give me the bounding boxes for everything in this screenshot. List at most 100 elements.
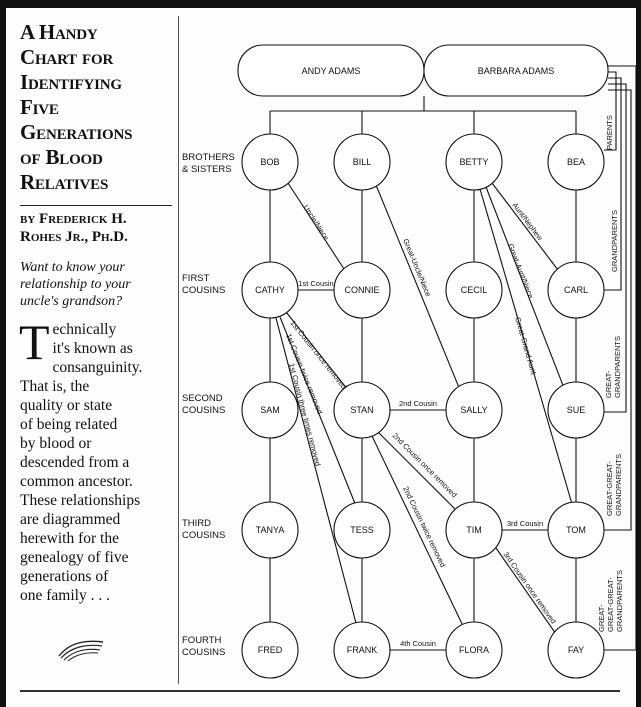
ancestor-box-barbara (423, 44, 609, 97)
body-line: That is, the (20, 378, 90, 395)
great-uncle-niece-line (375, 184, 461, 391)
left-border (0, 0, 6, 707)
person-node-stan (333, 381, 391, 439)
person-node-flora (445, 621, 503, 679)
edge-label-second-cousin: 2nd Cousin (399, 399, 437, 408)
body-line: by blood or (20, 435, 92, 452)
body-line: it's known as (52, 340, 133, 357)
sibling-drops (269, 111, 577, 134)
generation-label: COUSINS (182, 530, 225, 541)
great-aunt-niece-line (485, 186, 565, 389)
title-line: Relatives (20, 170, 109, 194)
person-node-tess (333, 501, 391, 559)
generation-label: BROTHERS (182, 152, 235, 163)
person-node-bea (547, 133, 605, 191)
body-line: genealogy of five (20, 549, 129, 566)
title-line: Five (20, 95, 59, 119)
ancestor-label-great-great-great-grandparents: GREAT- (597, 604, 606, 632)
body-line: consanguinity. (52, 359, 143, 376)
ancestor-label-great-grandparents: GRANDPARENTS (613, 336, 622, 398)
body-line: one family . . . (20, 587, 110, 604)
first-cousin-once-removed-line (285, 311, 349, 391)
bottom-rule (20, 690, 620, 692)
uncle-niece-line (287, 182, 345, 270)
top-border (0, 0, 641, 8)
body-line: common ancestor. (20, 473, 133, 490)
great-great-great-grandparents-bracket (604, 65, 637, 651)
person-name-carl: CARL (564, 285, 588, 295)
person-name-bill: BILL (353, 157, 372, 167)
person-name-sam: SAM (260, 405, 280, 415)
feather-ornament-icon (58, 640, 104, 662)
great-grand-aunt-line (479, 188, 573, 505)
edge-label-third-cousin: 3rd Cousin (507, 519, 543, 528)
person-name-cecil: CECIL (461, 285, 488, 295)
person-node-sue (547, 381, 605, 439)
first-cousin-three-times-removed-line (275, 317, 358, 628)
ancestor-label-grandparents: GRANDPARENTS (610, 210, 619, 272)
deck-line: Want to know your (20, 260, 125, 275)
person-name-sally: SALLY (460, 405, 487, 415)
person-name-tanya: TANYA (256, 525, 285, 535)
body-line: herewith for the (20, 530, 119, 547)
ancestor-label-great-great-great-grandparents: GRANDPARENTS (615, 570, 624, 632)
person-name-betty: BETTY (459, 157, 488, 167)
generation-label: COUSINS (182, 285, 225, 296)
byline: by Frederick H. Rohes Jr., Ph.D. (20, 210, 180, 246)
title-line: Chart for (20, 45, 114, 69)
body-line: quality or state (20, 397, 113, 414)
person-name-tom: TOM (566, 525, 586, 535)
person-node-tanya (241, 501, 299, 559)
great-great-grandparents-bracket (604, 89, 632, 531)
person-name-bea: BEA (567, 157, 585, 167)
body-line: of being related (20, 416, 118, 433)
person-node-connie (333, 261, 391, 319)
deck-line: relationship to your (20, 277, 131, 292)
person-node-carl (547, 261, 605, 319)
edge-label-aunt-nephew: Aunt/Nephew (510, 201, 545, 243)
edge-label-great-uncle-niece: Great-Uncle/Niece (401, 237, 433, 298)
person-node-frank (333, 621, 391, 679)
body-line: descended from a (20, 454, 130, 471)
ancestor-barbara-label: BARBARA ADAMS (478, 66, 555, 76)
person-name-fay: FAY (568, 645, 584, 655)
person-name-frank: FRANK (347, 645, 378, 655)
generation-label: & SISTERS (182, 164, 232, 175)
generation-label: COUSINS (182, 647, 225, 658)
body-line: These relationships (20, 492, 141, 509)
first-cousin-twice-removed-line (279, 316, 357, 507)
parents-bracket (604, 71, 617, 151)
article-title: A Handy Chart for Identifying Five Gener… (20, 20, 178, 195)
person-name-tim: TIM (466, 525, 482, 535)
ancestor-label-great-great-great-grandparents: GREAT-GREAT- (606, 577, 615, 632)
edge-label-first-cousin: 1st Cousin (298, 279, 333, 288)
person-name-connie: CONNIE (344, 285, 379, 295)
person-node-fay (547, 621, 605, 679)
generation-label: FIRST (182, 273, 210, 284)
title-underline (20, 205, 172, 206)
ancestor-label-great-grandparents: GREAT- (604, 370, 613, 398)
edge-label-fourth-cousin: 4th Cousin (400, 639, 436, 648)
drop-cap: T (19, 314, 50, 370)
edge-label-great-aunt-niece: Great-Aunt/Niece (506, 242, 535, 299)
edge-label-second-cousin-twice-removed: 2nd Cousin twice removed (401, 485, 447, 569)
byline-line: by Frederick H. (20, 211, 127, 227)
person-node-bob (241, 133, 299, 191)
person-node-bill (333, 133, 391, 191)
person-node-betty (445, 133, 503, 191)
title-line: A Handy (20, 20, 98, 44)
generation-label: COUSINS (182, 405, 225, 416)
edge-label-second-cousin-once-removed: 2nd Cousin once removed (391, 431, 459, 499)
ancestor-label-parents: PARENTS (605, 115, 614, 150)
person-name-sue: SUE (567, 405, 586, 415)
generation-label: SECOND (182, 393, 223, 404)
generation-label: FOURTH (182, 635, 222, 646)
deck-line: uncle's grandson? (20, 294, 123, 309)
great-grandparents-bracket (604, 83, 627, 413)
article-deck: Want to know your relationship to your u… (20, 259, 180, 310)
person-node-tom (547, 501, 605, 559)
aunt-nephew-line (491, 182, 559, 271)
body-line: echnically (52, 321, 117, 338)
